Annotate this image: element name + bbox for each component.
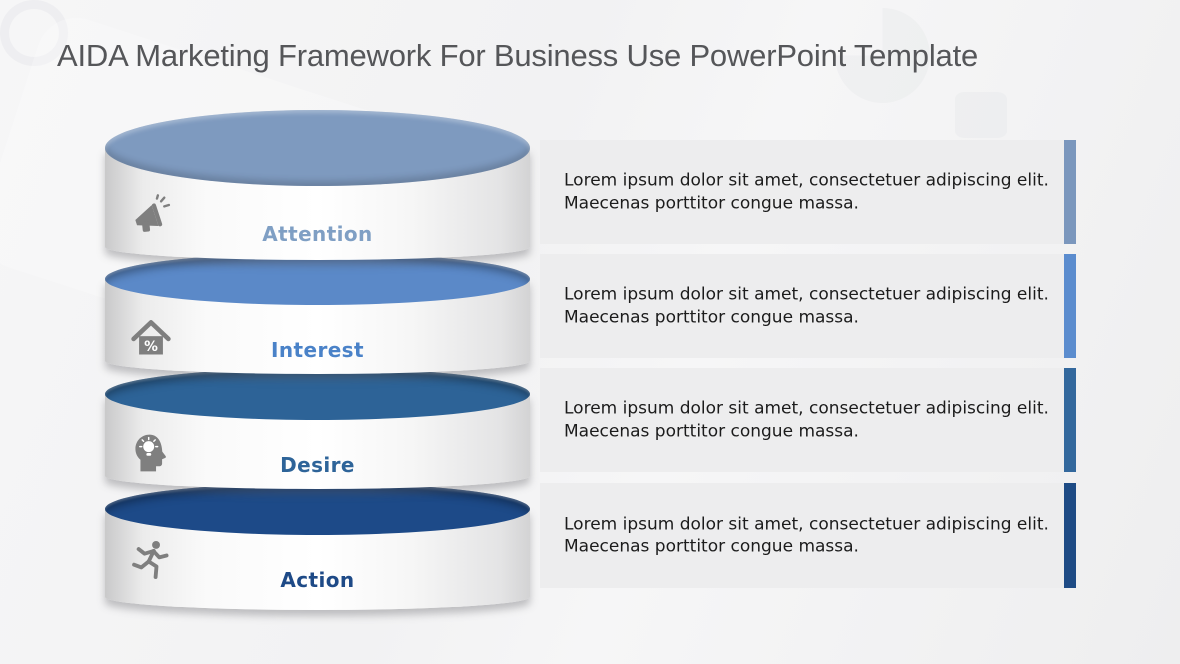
disk-top — [105, 483, 530, 535]
disk-top — [105, 253, 530, 305]
head-lightbulb-icon — [129, 431, 173, 475]
stage-label-interest: Interest — [271, 338, 364, 362]
disk-top — [105, 368, 530, 420]
stage-description-interest: Lorem ipsum dolor sit amet, consectetuer… — [540, 254, 1076, 358]
stage-accent-bar — [1064, 483, 1076, 588]
stage-accent-bar — [1064, 368, 1076, 472]
house-percent-icon: % — [129, 316, 173, 360]
stage-label-desire: Desire — [280, 453, 355, 477]
aida-cylinder-stack: Action — [105, 110, 530, 620]
megaphone-icon — [129, 194, 173, 238]
stage-label-attention: Attention — [262, 222, 373, 246]
stage-description-desire: Lorem ipsum dolor sit amet, consectetuer… — [540, 368, 1076, 472]
stage-description-attention: Lorem ipsum dolor sit amet, consectetuer… — [540, 140, 1076, 244]
stage-accent-bar — [1064, 254, 1076, 358]
stage-label-action: Action — [280, 568, 355, 592]
stage-description-action: Lorem ipsum dolor sit amet, consectetuer… — [540, 483, 1076, 588]
stage-description-text: Lorem ipsum dolor sit amet, consectetuer… — [564, 398, 1049, 442]
stage-accent-bar — [1064, 140, 1076, 244]
stage-description-text: Lorem ipsum dolor sit amet, consectetuer… — [564, 284, 1049, 328]
disk-top — [105, 110, 530, 186]
stage-description-text: Lorem ipsum dolor sit amet, consectetuer… — [564, 514, 1049, 557]
svg-text:%: % — [144, 339, 158, 355]
coin-stack-watermark-icon — [955, 92, 1007, 138]
slide-title: AIDA Marketing Framework For Business Us… — [57, 38, 979, 73]
running-person-icon — [129, 539, 173, 583]
stage-description-text: Lorem ipsum dolor sit amet, consectetuer… — [564, 170, 1049, 214]
